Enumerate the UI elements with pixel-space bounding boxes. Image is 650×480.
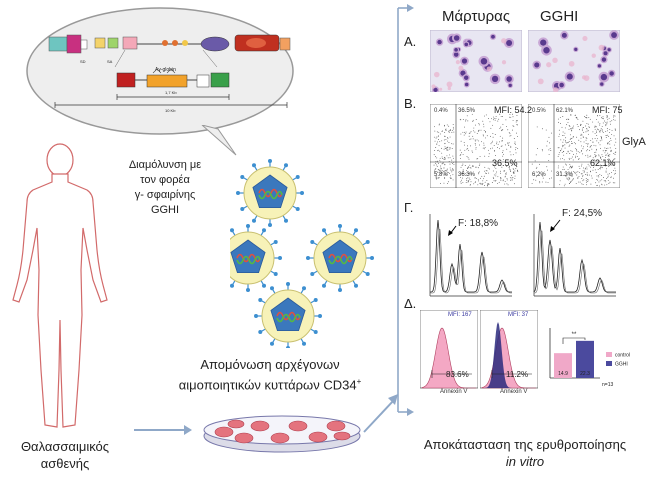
- glya-scatter-control: [430, 104, 522, 188]
- q4-control: 5.8%: [434, 172, 448, 178]
- annexin-histogram-gghi: [480, 310, 538, 389]
- hbf-gghi: F: 24,5%: [562, 208, 603, 219]
- panel-letter-g: Γ.: [404, 200, 414, 215]
- panel-letter-b: Β.: [404, 96, 417, 111]
- oval-pointer: [201, 125, 237, 156]
- q1-control: 0.4%: [434, 108, 448, 114]
- virus-particle: [236, 159, 304, 227]
- transduction-label: Διαμόλυνση με τον φορέα γ- σφαιρίνης GGH…: [128, 159, 202, 216]
- annexin-value-gghi: 11.2%: [506, 370, 529, 379]
- mfi-control: MFI: 54.2: [494, 105, 533, 115]
- glya-pct-gghi: 62.1%: [590, 158, 616, 168]
- q1-gghi: 0.5%: [532, 108, 546, 114]
- hplc-trace-control: [429, 214, 512, 297]
- annexin-value-control: 83.6%: [446, 370, 469, 379]
- bar-control: [554, 353, 572, 378]
- annexin-histogram-control: [420, 310, 478, 389]
- vector-globin-label: Aγ-globin: [155, 67, 176, 73]
- sig-mark: **: [572, 332, 577, 338]
- bar-GGHI: [576, 340, 594, 378]
- virus-particle: [306, 224, 374, 292]
- annexin-tag-control: MFI: 167: [448, 312, 472, 318]
- virus-particle: [254, 282, 322, 348]
- annexin-xlabel-control: Annexin V: [440, 389, 468, 395]
- dish-to-results-arrow: [363, 394, 398, 433]
- legend-GGHI: GGHI: [615, 362, 628, 368]
- petri-dish: [203, 415, 361, 453]
- bar-label: 14.9: [558, 371, 568, 377]
- vector-map-diagram: SD SA Aγ-globin 1,7 Kb 10 Kb: [26, 7, 294, 135]
- patient-to-dish-arrow: [134, 425, 192, 435]
- annexin-xlabel-gghi: Annexin V: [500, 389, 528, 395]
- header-control: Μάρτυρας: [442, 8, 511, 25]
- micrograph-control: [430, 30, 522, 92]
- vector-sa-label: SA: [107, 59, 113, 64]
- vector-kb-large: 10 Kb: [165, 108, 176, 113]
- viral-vector-particles: [230, 159, 374, 348]
- n-note: n=13: [602, 382, 613, 388]
- header-gghi: GGHI: [540, 8, 579, 25]
- q2-control: 36.5%: [458, 108, 476, 114]
- vector-sd-label: SD: [80, 59, 86, 64]
- bar-label: 22.3: [580, 371, 590, 377]
- glya-marker-label: GlyA: [622, 136, 646, 148]
- glya-scatter-gghi: [528, 104, 620, 188]
- glya-pct-control: 36.5%: [492, 158, 518, 168]
- virus-particle: [230, 224, 282, 292]
- restoration-caption: Αποκάτασταση της ερυθροποίησης in vitro: [423, 437, 627, 469]
- q5-control: 36.3%: [458, 172, 476, 178]
- hplc-trace-gghi: [533, 214, 616, 297]
- legend-control: control: [615, 353, 630, 359]
- hbf-control: F: 18,8%: [458, 218, 499, 229]
- panel-letter-a: Α.: [404, 34, 417, 49]
- vector-kb-small: 1,7 Kb: [165, 90, 177, 95]
- panel-letter-d: Δ.: [404, 296, 417, 311]
- mfi-gghi: MFI: 75: [592, 105, 623, 115]
- q4-gghi: 6.2%: [532, 172, 546, 178]
- isolation-caption: Απομόνωση αρχέγονων αιμοποιητικών κυττάρ…: [178, 357, 362, 393]
- q5-gghi: 31.3%: [556, 172, 574, 178]
- results-bracket: [397, 4, 414, 416]
- micrograph-gghi: [528, 30, 620, 92]
- patient-silhouette: [12, 143, 108, 428]
- q2-gghi: 62.1%: [556, 108, 574, 114]
- patient-caption: Θαλασσαιμικός ασθενής: [20, 439, 110, 471]
- annexin-tag-gghi: MFI: 37: [508, 312, 529, 318]
